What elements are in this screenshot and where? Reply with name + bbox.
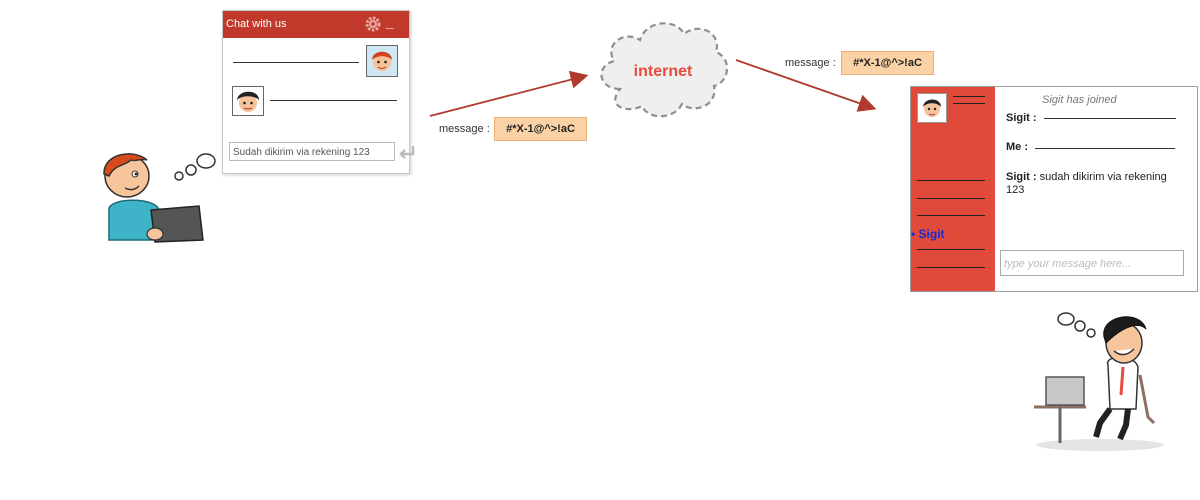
- message-line: [270, 100, 397, 101]
- message-label: message :: [439, 123, 490, 135]
- sidebar-line: [917, 180, 985, 181]
- internet-label: internet: [633, 63, 693, 80]
- chat-input[interactable]: Sudah dikirim via rekening 123: [229, 142, 395, 161]
- sidebar-line: [917, 249, 985, 250]
- chat-sender: Me :: [1006, 141, 1028, 153]
- message-input[interactable]: type your message here...: [1000, 250, 1184, 276]
- chat-sender: Sigit :: [1006, 171, 1037, 183]
- sidebar-line: [917, 198, 985, 199]
- sidebar-user-sigit[interactable]: • Sigit: [911, 227, 945, 241]
- internet-cloud-icon: [600, 22, 729, 118]
- arrow-to-recipient: [735, 59, 877, 112]
- encrypted-message-box: #*X-1@^>!aC: [494, 117, 587, 141]
- chat-widget-header: Chat with us _: [223, 11, 409, 38]
- sidebar-line: [953, 96, 985, 97]
- enter-icon[interactable]: [399, 143, 417, 161]
- avatar-icon: [917, 93, 947, 123]
- chat-sender: Sigit :: [1006, 112, 1037, 124]
- chat-widget: Chat with us _ Sudah dikirim via rekenin…: [222, 10, 415, 174]
- chat-message-text: sudah dikirim via rekening: [1039, 171, 1167, 183]
- sender-person-illustration: [103, 153, 216, 243]
- arrow-to-internet: [429, 70, 589, 117]
- sidebar-line: [917, 267, 985, 268]
- recipient-chat-window: • Sigit Sigit has joined Sigit : Me : Si…: [910, 86, 1198, 292]
- chat-message: Sigit : sudah dikirim via rekening: [1006, 171, 1167, 183]
- message-line: [1044, 118, 1176, 119]
- gear-icon[interactable]: [364, 15, 382, 33]
- avatar-icon: [366, 45, 398, 77]
- chat-sidebar: • Sigit: [911, 87, 995, 291]
- recipient-person-illustration: [1034, 312, 1164, 451]
- encrypted-message-box: #*X-1@^>!aC: [841, 51, 934, 75]
- chat-message-text-cont: 123: [1006, 184, 1025, 196]
- avatar-icon: [232, 86, 264, 116]
- message-line: [233, 62, 359, 63]
- sidebar-line: [917, 215, 985, 216]
- message-line: [1035, 148, 1175, 149]
- chat-widget-title: Chat with us: [226, 18, 287, 30]
- message-label: message :: [785, 57, 836, 69]
- sidebar-line: [953, 103, 985, 104]
- join-notice: Sigit has joined: [1042, 94, 1117, 106]
- minimize-icon[interactable]: _: [386, 14, 394, 30]
